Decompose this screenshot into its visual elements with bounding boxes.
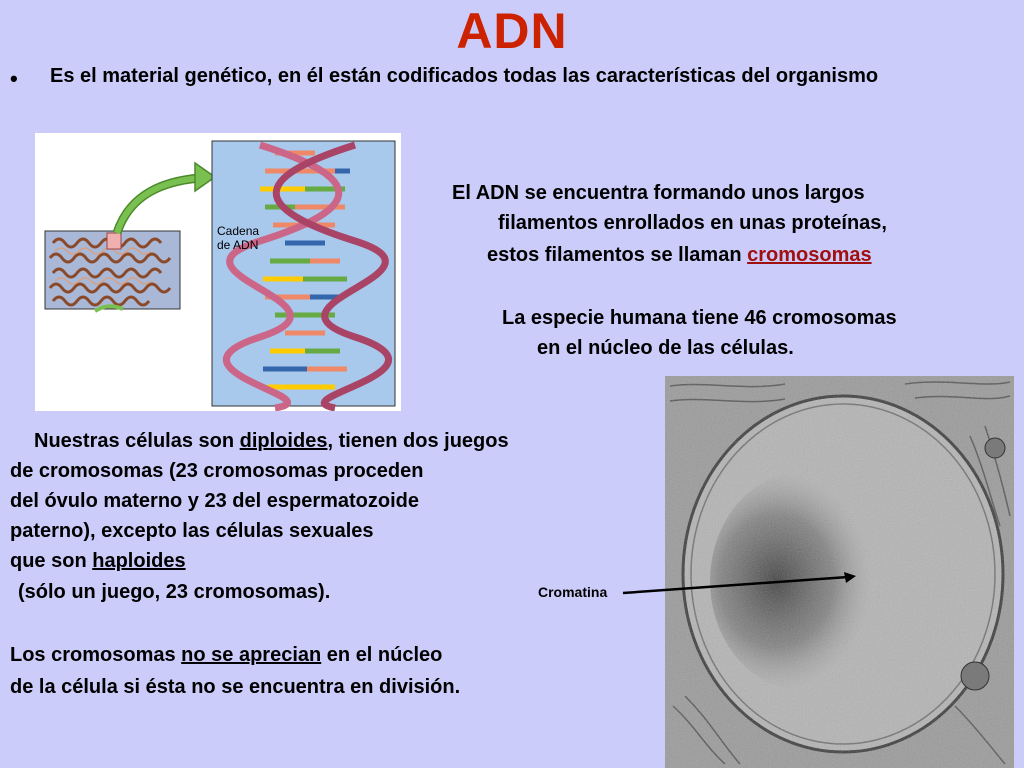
bullet-text: Es el material genético, en él están cod… — [50, 65, 879, 87]
bottom-line1-prefix: Los cromosomas — [10, 644, 182, 666]
dna-label-line2: de ADN — [217, 238, 258, 252]
diploid-line3: del óvulo materno y 23 del espermatozoid… — [10, 490, 420, 512]
no-se-aprecian-term: no se aprecian — [181, 644, 322, 666]
cromatina-pointer-arrow — [622, 572, 856, 595]
green-arrow-icon — [93, 161, 217, 313]
dna-label-line1: Cadena — [217, 224, 259, 238]
haploides-term: haploides — [92, 550, 186, 572]
cromosomas-link[interactable]: cromosomas — [747, 244, 872, 266]
diploid-line1-prefix: Nuestras células son — [34, 430, 240, 452]
adn-para-line3: estos filamentos se llaman cromosomas — [487, 240, 872, 270]
adn-para-line3-text: estos filamentos se llaman — [487, 244, 748, 266]
bottom-line1-suffix: en el núcleo — [321, 644, 443, 666]
diploides-term: diploides — [239, 430, 328, 452]
diploid-line1: Nuestras células son diploides, tienen d… — [34, 426, 509, 456]
nucleus-micrograph — [665, 376, 1014, 768]
diploid-line1-suffix: , tienen dos juegos — [327, 430, 509, 452]
bottom-line1: Los cromosomas no se aprecian en el núcl… — [10, 640, 442, 670]
dna-figure: Cadena de ADN — [35, 133, 401, 411]
adn-para-line2: filamentos enrollados en unas proteínas, — [498, 212, 887, 234]
species-line2: en el núcleo de las células. — [537, 337, 794, 359]
diploid-line5-prefix: que son — [10, 550, 93, 572]
adn-para-line1: El ADN se encuentra formando unos largos — [452, 182, 865, 204]
diploid-line5: que son haploides — [10, 546, 186, 576]
diploid-line4: paterno), excepto las células sexuales — [10, 520, 374, 542]
chromatin-inset — [44, 230, 181, 310]
diploid-line2: de cromosomas (23 cromosomas proceden — [10, 460, 424, 482]
diploid-line6: (sólo un juego, 23 cromosomas). — [18, 581, 331, 603]
cromatina-label: Cromatina — [538, 584, 608, 600]
bullet-marker: • — [10, 66, 18, 91]
bottom-line2: de la célula si ésta no se encuentra en … — [10, 676, 461, 698]
dna-double-helix: Cadena de ADN — [211, 140, 396, 411]
species-line1: La especie humana tiene 46 cromosomas — [502, 307, 897, 329]
page-title: ADN — [456, 3, 568, 59]
